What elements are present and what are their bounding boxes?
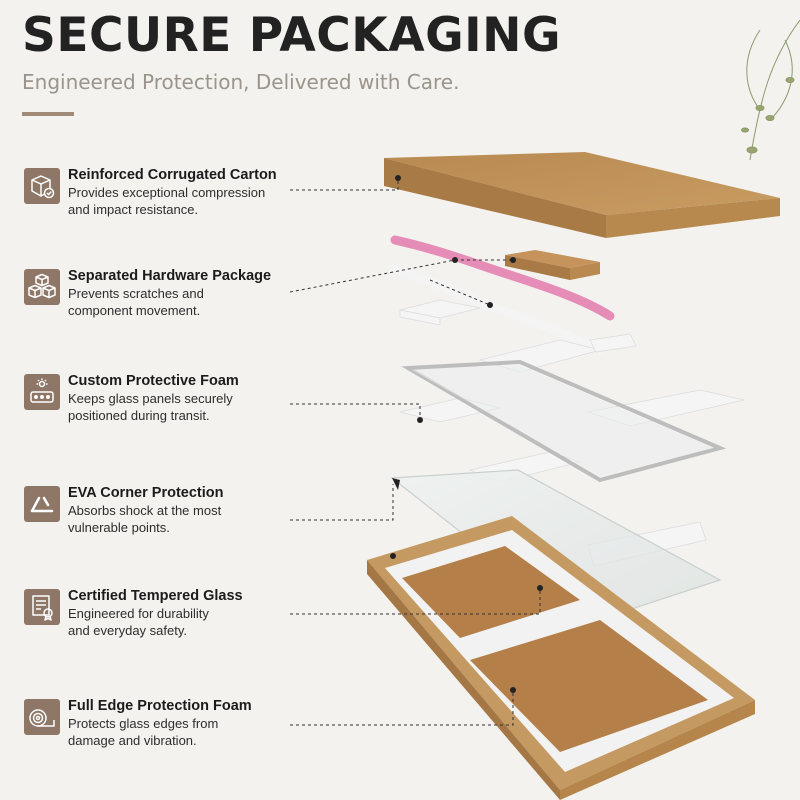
page-subtitle: Engineered Protection, Delivered with Ca…	[22, 70, 460, 94]
page-title: SECURE PACKAGING	[22, 8, 562, 63]
carton-lid	[384, 152, 780, 238]
certificate-icon	[24, 589, 60, 625]
base-tray	[367, 516, 755, 800]
feature-foam: Custom Protective Foam Keeps glass panel…	[24, 373, 324, 428]
title-divider	[22, 112, 74, 116]
foam-roll-icon	[24, 699, 60, 735]
feature-title: Full Edge Protection Foam	[68, 698, 252, 714]
callout-dots	[390, 175, 543, 693]
corner-triangle-icon	[24, 486, 60, 522]
feature-carton: Reinforced Corrugated Carton Provides ex…	[24, 167, 324, 222]
feature-glass: Certified Tempered Glass Engineered for …	[24, 588, 324, 643]
feature-title: Custom Protective Foam	[68, 373, 239, 389]
feature-hardware: Separated Hardware Package Prevents scra…	[24, 268, 324, 323]
feature-title: Reinforced Corrugated Carton	[68, 167, 277, 183]
chrome-frame	[401, 359, 727, 483]
box-check-icon	[24, 168, 60, 204]
white-foam-strip	[387, 263, 605, 355]
feature-corner: EVA Corner Protection Absorbs shock at t…	[24, 485, 324, 540]
stacked-boxes-icon	[24, 269, 60, 305]
hardware-box	[505, 250, 600, 280]
feature-title: Separated Hardware Package	[68, 268, 272, 284]
pink-foam-strip	[390, 235, 615, 321]
plant-decoration	[741, 19, 800, 161]
foam-sparkle-icon	[24, 374, 60, 410]
feature-title: Certified Tempered Glass	[68, 588, 243, 604]
feature-title: EVA Corner Protection	[68, 485, 224, 501]
feature-edge-foam: Full Edge Protection Foam Protects glass…	[24, 698, 324, 753]
